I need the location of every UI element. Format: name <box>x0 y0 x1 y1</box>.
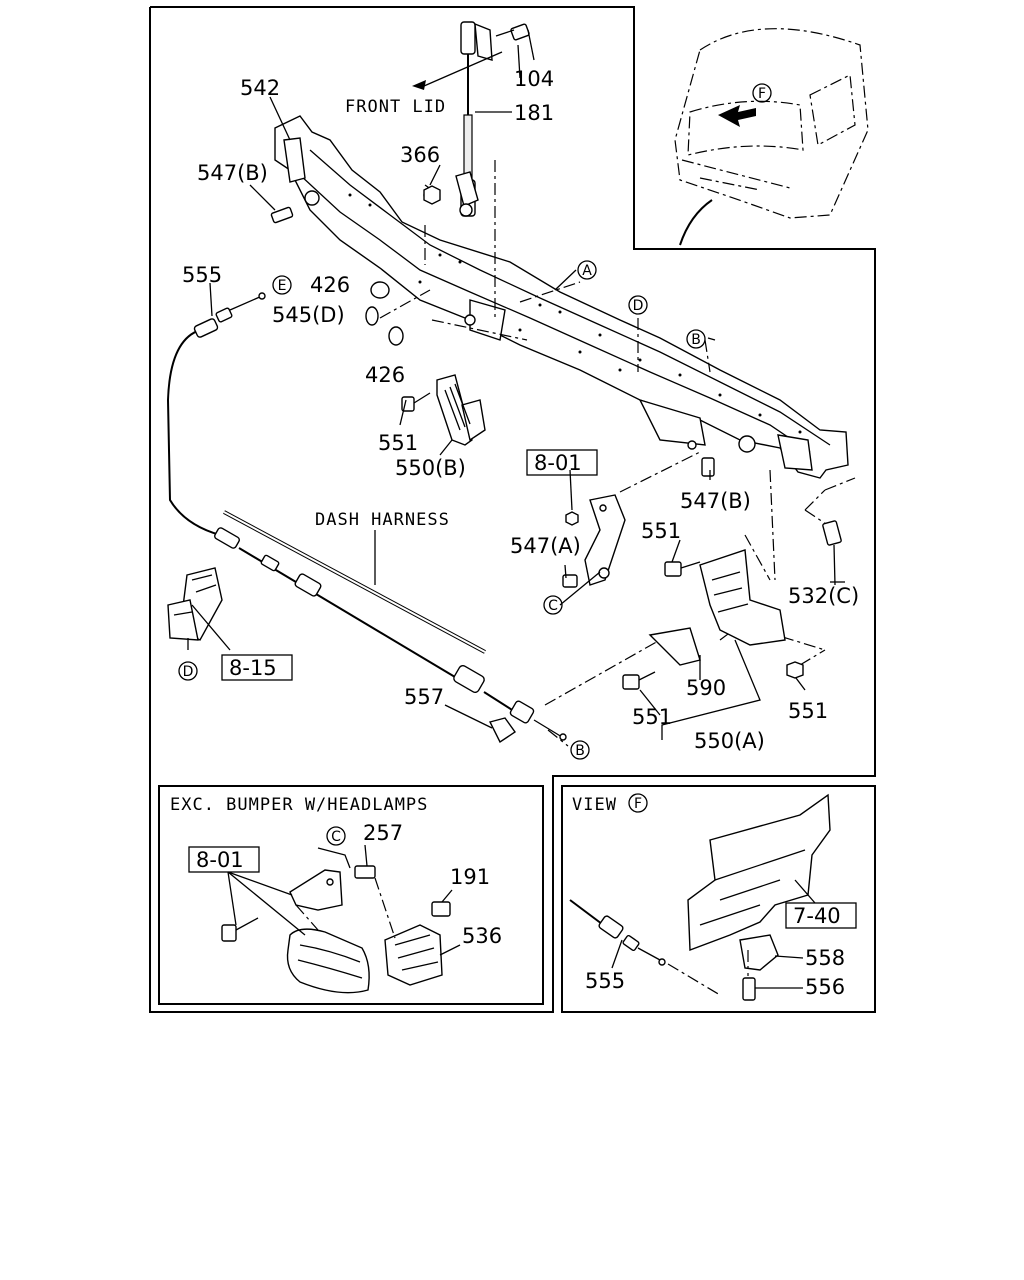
inset-bumper-frame <box>158 785 544 1005</box>
callout-551-mid: 551 <box>641 519 681 543</box>
grommet-8-15 <box>167 567 223 641</box>
circle-ref-a-label: A <box>582 263 592 279</box>
circle-ref-a-icon <box>577 260 597 280</box>
main-frame <box>149 6 876 1013</box>
direction-arrow-icon <box>718 105 756 127</box>
bracket-550a <box>622 520 842 690</box>
bracket-550b <box>401 374 486 446</box>
callout-547b-top: 547(B) <box>197 161 268 185</box>
callout-426-top: 426 <box>310 273 350 297</box>
callout-532c: 532(C) <box>788 584 859 608</box>
callout-551-bottom: 551 <box>632 705 672 729</box>
callout-ref-8-01-main: 8-01 <box>534 451 582 475</box>
circle-ref-b-icon <box>686 329 706 349</box>
callout-ref-8-15: 8-15 <box>229 656 277 680</box>
circle-ref-d2-label: D <box>183 664 194 680</box>
callout-104: 104 <box>514 67 554 91</box>
reference-lines <box>379 160 856 747</box>
cab-sketch: F <box>674 28 869 246</box>
callout-257: 257 <box>363 821 403 845</box>
callout-366: 366 <box>400 143 440 167</box>
callout-181: 181 <box>514 101 554 125</box>
callout-547a: 547(A) <box>510 534 581 558</box>
inset-view: VIEW F 7-40 558 556 555 <box>569 793 857 1001</box>
callout-558: 558 <box>805 946 845 970</box>
callout-551-right: 551 <box>788 699 828 723</box>
front-lid-arrow-icon <box>412 80 426 90</box>
bracket-801 <box>562 494 626 588</box>
callout-555: 555 <box>182 263 222 287</box>
callout-dash-harness: DASH HARNESS <box>315 510 450 530</box>
inset-bumper-title: EXC. BUMPER W/HEADLAMPS <box>170 795 428 815</box>
callout-555-view: 555 <box>585 969 625 993</box>
circle-ref-d2-icon <box>178 661 198 681</box>
circle-refs: A D B E C D B <box>178 260 706 760</box>
circle-ref-b2-label: B <box>575 743 585 759</box>
inset-view-frame <box>561 785 876 1013</box>
callout-426-bottom: 426 <box>365 363 405 387</box>
callout-front-lid: FRONT LID <box>345 97 446 117</box>
circle-ref-d-label: D <box>633 298 644 314</box>
callout-labels: 104 FRONT LID 181 542 366 547(B) 555 426… <box>182 67 859 753</box>
ref-box-8-01-inset <box>188 846 260 873</box>
callout-191: 191 <box>450 865 490 889</box>
callout-556: 556 <box>805 975 845 999</box>
circle-ref-f2-label: F <box>634 796 642 812</box>
callout-550b: 550(B) <box>395 456 466 480</box>
callout-545d: 545(D) <box>272 303 345 327</box>
callout-557: 557 <box>404 685 444 709</box>
plugs <box>365 281 404 346</box>
dash-harness <box>223 510 486 654</box>
circle-ref-e-icon <box>272 275 292 295</box>
circle-ref-c-label: C <box>548 598 558 614</box>
callout-542: 542 <box>240 76 280 100</box>
ref-box-8-15 <box>221 654 293 681</box>
cross-member <box>270 115 849 479</box>
front-lid-strut <box>412 21 535 217</box>
inset-view-title: VIEW <box>572 795 617 815</box>
callout-536: 536 <box>462 924 502 948</box>
ref-box-8-01-main <box>526 449 598 476</box>
circle-ref-b-label: B <box>691 332 701 348</box>
callout-550a: 550(A) <box>694 729 765 753</box>
circle-ref-c-icon <box>543 595 563 615</box>
inset-ref-8-01: 8-01 <box>196 848 244 872</box>
circle-ref-e-label: E <box>278 278 287 294</box>
callout-547b-right: 547(B) <box>680 489 751 513</box>
circle-ref-c3-icon <box>326 826 346 846</box>
inset-bumper: EXC. BUMPER W/HEADLAMPS 8-01 C 257 191 5… <box>170 795 502 994</box>
circle-ref-d-icon <box>628 295 648 315</box>
circle-ref-f-label: F <box>758 86 766 102</box>
inset-ref-7-40: 7-40 <box>793 904 841 928</box>
cable-555 <box>166 292 567 744</box>
circle-ref-b2-icon <box>570 740 590 760</box>
ref-box-7-40 <box>785 902 857 929</box>
headlamp-icon <box>286 928 370 994</box>
circle-ref-f2-icon <box>628 793 648 813</box>
leader-lines <box>187 44 845 740</box>
circle-ref-c3-label: C <box>331 829 341 845</box>
circle-ref-f-icon <box>752 83 772 103</box>
callout-551-left: 551 <box>378 431 418 455</box>
callout-590: 590 <box>686 676 726 700</box>
